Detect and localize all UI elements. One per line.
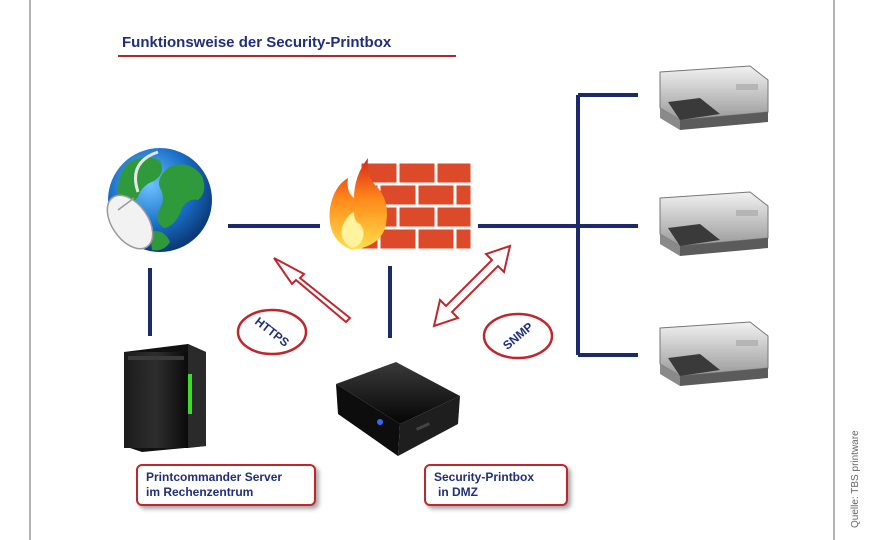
image-credit: Quelle: TBS printware: [850, 430, 861, 528]
printbox-label-line1: Security-Printbox: [434, 470, 535, 484]
mini-pc-icon: [336, 362, 460, 456]
connection-lines: [148, 93, 638, 357]
server-label-line2: im Rechenzentrum: [146, 485, 254, 499]
printer-icon: [659, 65, 769, 130]
printbox-label-line2: in DMZ: [438, 485, 478, 499]
https-arrow: [273, 257, 352, 324]
https-badge: HTTPS: [236, 308, 308, 356]
diagram-title: Funktionsweise der Security-Printbox: [122, 34, 392, 51]
title-underline: [118, 55, 456, 57]
globe-mouse-icon: [106, 148, 212, 252]
server-tower-icon: [124, 344, 206, 452]
printer-icon: [659, 191, 769, 256]
server-label: Printcommander Server im Rechenzentrum: [136, 464, 316, 506]
printbox-label: Security-Printbox in DMZ: [424, 464, 568, 506]
printer-icon: [659, 321, 769, 386]
firewall-icon: [329, 158, 474, 252]
snmp-arrow: [432, 244, 512, 328]
snmp-badge: SNMP: [482, 312, 554, 360]
server-label-line1: Printcommander Server: [146, 470, 283, 484]
